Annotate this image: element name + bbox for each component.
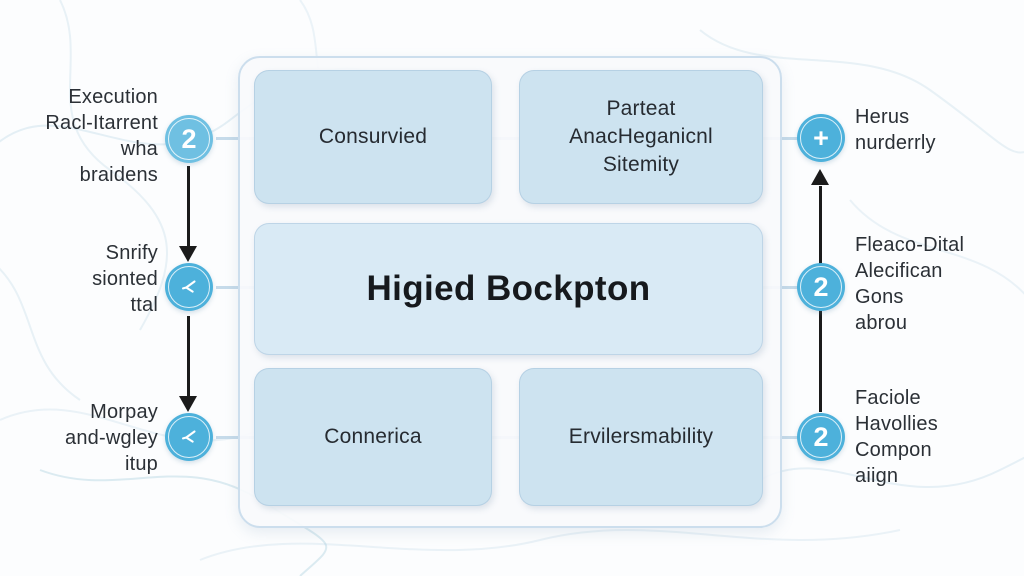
left-step-label-1: Execution Racl-Itarrent wha braidens: [45, 86, 158, 186]
down-arrow-line: [187, 166, 190, 248]
share-icon: [181, 280, 196, 293]
down-arrow-head: [179, 396, 197, 412]
share-icon: [165, 263, 213, 311]
right-step-label-1: Herus nurderrly: [855, 106, 936, 154]
connector-line: [216, 137, 258, 140]
number-badge: 2: [165, 115, 213, 163]
box-top-left: Consurvied: [254, 70, 492, 204]
up-arrow-head: [811, 169, 829, 185]
plus-badge: +: [797, 114, 845, 162]
box-bottom-right: Ervilersmability: [519, 368, 763, 506]
right-step-label-2: Fleaco-Dital Alecifican Gons abrou: [855, 234, 965, 334]
number-badge: 2: [797, 413, 845, 461]
left-step-label-3: Morpay and-wgley itup: [65, 401, 158, 475]
share-icon: [165, 413, 213, 461]
badge-number: 2: [813, 271, 829, 302]
right-step-label-3: Faciole Havollies Compon aiign: [855, 387, 938, 487]
share-icon: [181, 430, 196, 443]
badge-number: 2: [813, 421, 829, 452]
box-bottom-left: Connerica: [254, 368, 492, 506]
connector-line: [216, 436, 258, 439]
diagram-title: Higied Bockpton: [366, 268, 651, 308]
connector-line: [216, 286, 258, 289]
left-step-label-2: Snrify sionted ttal: [92, 242, 158, 316]
box-center-title: Higied Bockpton: [254, 223, 763, 355]
down-arrow-line: [187, 316, 190, 398]
box-top-right: Parteat AnacHeganicnl Sitemity: [519, 70, 763, 204]
down-arrow-head: [179, 246, 197, 262]
number-badge: 2: [797, 263, 845, 311]
badge-number: 2: [181, 123, 197, 154]
plus-icon: +: [813, 122, 829, 153]
